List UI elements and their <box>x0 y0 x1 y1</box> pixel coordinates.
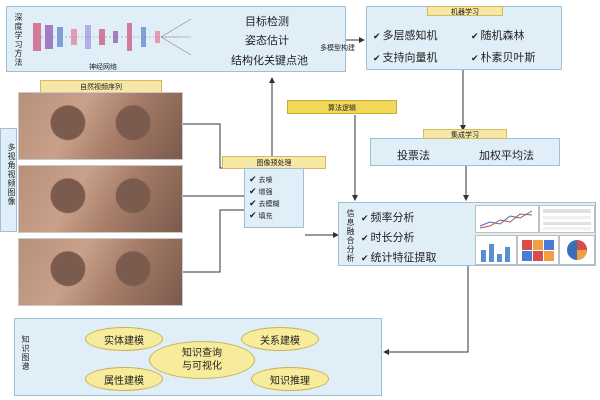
neural-network-diagram <box>33 18 192 56</box>
thumbnail-table <box>539 205 595 233</box>
machine-learning-panel: 机器学习 多层感知机 随机森林 支持向量机 朴素贝叶斯 <box>366 6 562 70</box>
preprocess-panel: 去噪 增强 去模糊 填充 <box>244 168 304 228</box>
kg-node-attribute: 属性建模 <box>85 367 163 391</box>
ensemble-title: 集成学习 <box>423 129 507 139</box>
ml-item-mlp: 多层感知机 <box>373 27 438 43</box>
task-pose-estimation: 姿态估计 <box>245 34 289 47</box>
line-photo3 <box>182 209 245 273</box>
ensemble-panel: 集成学习 投票法 加权平均法 <box>370 129 560 166</box>
kg-node-relation: 关系建模 <box>241 327 319 351</box>
kg-node-reasoning: 知识推理 <box>251 367 329 391</box>
task-keypoint-pool: 结构化关键点池 <box>231 54 308 67</box>
knowledge-graph-panel: 知识图谱 实体建模 关系建模 知识查询 与可视化 属性建模 知识推理 <box>14 318 382 396</box>
preprocess-item-denoise: 去噪 <box>249 175 273 185</box>
algorithm-logic-box: 算法逻辑 <box>287 100 397 114</box>
connector-label: 多模型构建 <box>320 44 355 52</box>
ml-item-random-forest: 随机森林 <box>471 27 525 43</box>
thumbnail-bar-chart <box>475 235 517 265</box>
preprocess-item-fill: 填充 <box>249 211 273 221</box>
deep-learning-side-label: 深度学习方法 <box>14 13 23 67</box>
ensemble-item-voting: 投票法 <box>397 149 430 162</box>
knowledge-graph-side-label: 知识图谱 <box>21 335 30 371</box>
task-object-detection: 目标检测 <box>245 15 289 28</box>
network-caption: 神经网络 <box>89 63 117 71</box>
preprocess-item-enhance: 增强 <box>249 187 273 197</box>
fusion-item-frequency: 频率分析 <box>361 209 415 225</box>
ensemble-item-weighted-average: 加权平均法 <box>479 149 534 162</box>
arrow-fusion-to-kg <box>383 266 469 355</box>
thumbnail-pie-chart <box>559 235 595 265</box>
ml-item-svm: 支持向量机 <box>373 49 438 65</box>
kg-center-query: 知识查询 与可视化 <box>149 341 255 379</box>
fusion-side-label: 信息融合分析 <box>346 209 355 263</box>
deep-learning-panel: 深度学习方法 神经网络 目标检测 姿态估计 结构化关键点池 <box>6 6 346 72</box>
video-side-panel: 多视角视频图像 <box>0 128 17 232</box>
monkey-photo-1 <box>18 92 183 160</box>
monkey-photo-3 <box>18 238 183 306</box>
ml-item-naive-bayes: 朴素贝叶斯 <box>471 49 536 65</box>
thumbnail-line-chart <box>475 205 539 233</box>
kg-node-entity: 实体建模 <box>85 327 163 351</box>
monkey-photo-2 <box>18 165 183 233</box>
machine-learning-title: 机器学习 <box>427 6 503 16</box>
preprocess-item-deblur: 去模糊 <box>249 199 280 209</box>
fusion-panel: 信息融合分析 频率分析 时长分析 统计特征提取 <box>338 202 596 266</box>
fusion-item-statistics: 统计特征提取 <box>361 249 437 265</box>
thumbnail-heatmap <box>517 235 559 265</box>
fusion-item-duration: 时长分析 <box>361 229 415 245</box>
video-side-label: 多视角视频图像 <box>7 143 16 206</box>
